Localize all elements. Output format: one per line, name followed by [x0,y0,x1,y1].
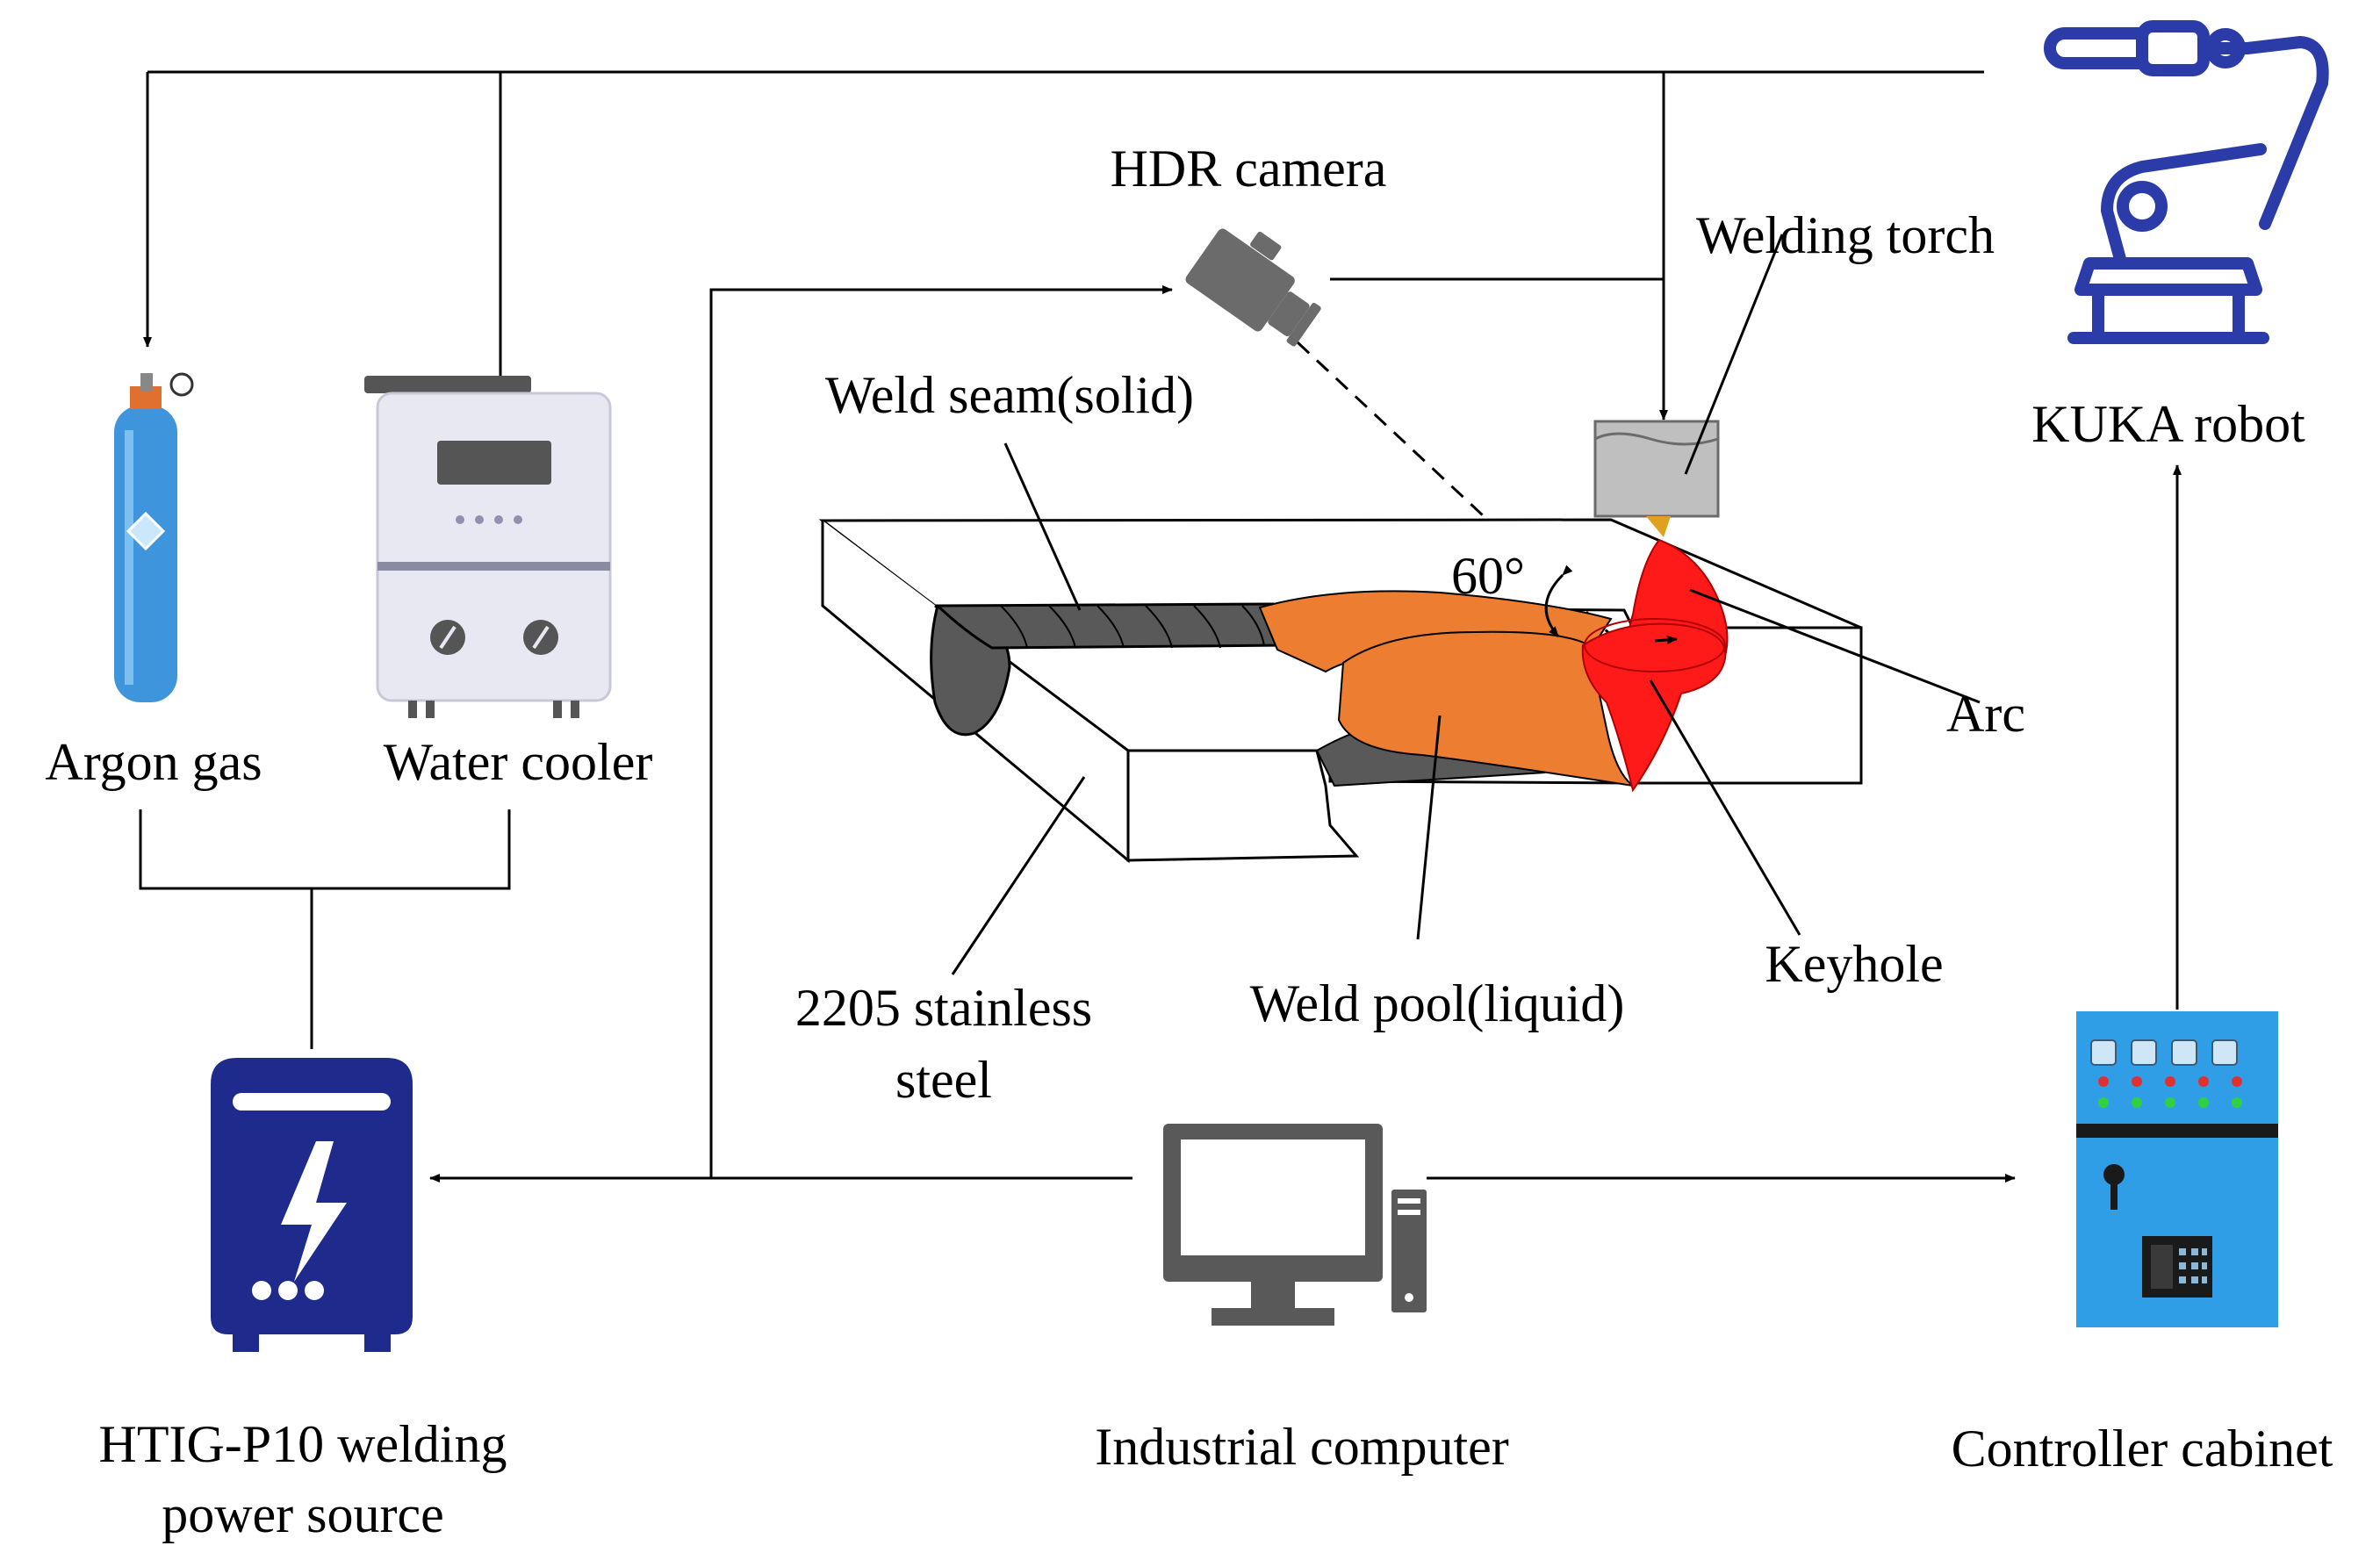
controller-cabinet-label: Controller cabinet [1952,1420,2333,1477]
kuka-robot-icon [2044,20,2329,344]
weld-seam-label: Weld seam(solid) [825,366,1194,424]
weld-pool-liquid [1258,590,1634,787]
steel-label-line1: 2205 stainless [795,979,1092,1037]
power-source-label-line2: power source [162,1485,444,1543]
angle-label: 60° [1451,547,1525,605]
welding-torch-icon [1593,420,1720,537]
angle-arc [1544,564,1573,637]
argon-gas-cylinder-icon [114,372,194,702]
power-source-label-line1: HTIG-P10 welding [99,1415,507,1473]
leader-lines [951,234,1981,975]
arc-label: Arc [1946,685,2025,743]
industrial-computer-label: Industrial computer [1095,1418,1509,1476]
steel-label-line2: steel [895,1051,992,1109]
water-cooler-label: Water cooler [384,733,653,791]
weld-pool-label: Weld pool(liquid) [1250,974,1625,1032]
argon-gas-label: Argon gas [45,733,262,791]
welding-power-source-icon [211,1058,413,1352]
welding-torch-label: Welding torch [1696,206,1995,264]
kuka-robot-label: KUKA robot [2031,395,2305,453]
hdr-camera-icon [1185,228,1321,347]
water-cooler-icon [364,376,612,718]
industrial-computer-icon [1163,1124,1427,1326]
keyhole-arc [1581,538,1729,793]
hdr-camera-label: HDR camera [1111,140,1387,198]
controller-cabinet-icon [2076,1011,2278,1327]
keyhole-label: Keyhole [1765,935,1943,993]
